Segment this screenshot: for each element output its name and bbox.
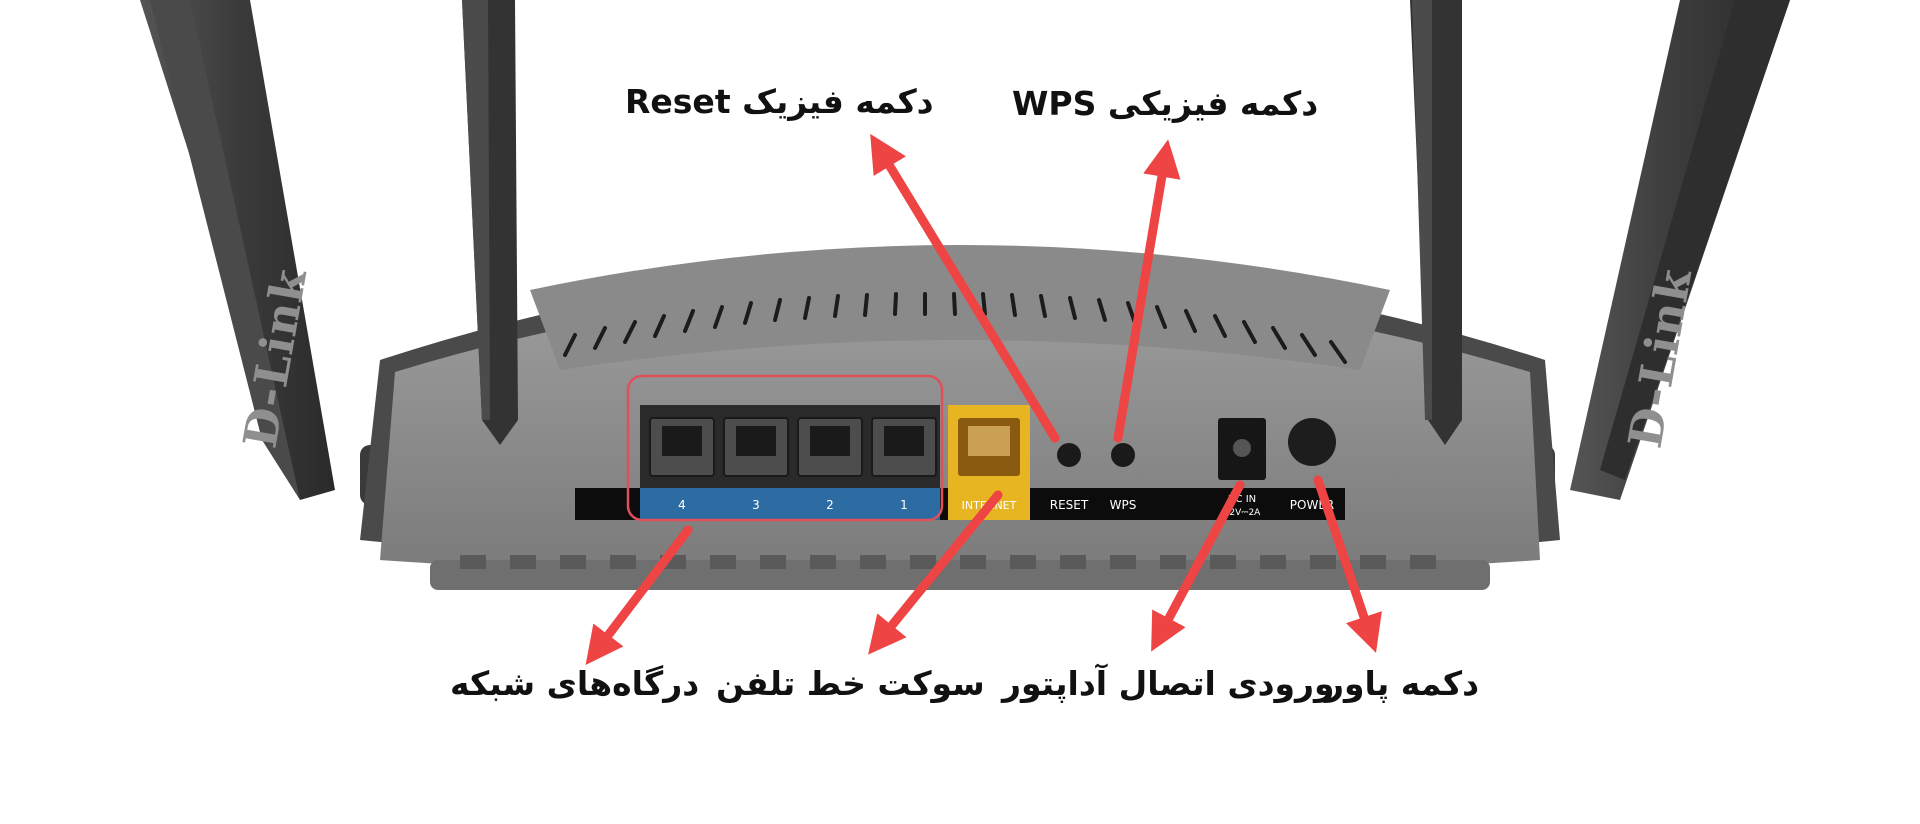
callout-reset: دکمه فیزیک Reset bbox=[625, 82, 934, 121]
callout-phone-socket: سوکت خط تلفن bbox=[716, 664, 985, 703]
left-inner-antenna bbox=[462, 0, 518, 445]
lan-port-number-1: 1 bbox=[900, 498, 908, 512]
arrows bbox=[585, 133, 1382, 666]
lan-port-number-4: 4 bbox=[678, 498, 686, 512]
callout-adapter-input: ورودی اتصال آداپتور bbox=[1002, 664, 1335, 703]
internet-port: INTERNET bbox=[948, 405, 1030, 520]
arrow-adapter bbox=[1151, 480, 1245, 652]
callout-power: دکمه پاور bbox=[1325, 664, 1480, 703]
left-outer-antenna: D-Link bbox=[140, 0, 400, 505]
reset-label: RESET bbox=[1050, 498, 1089, 512]
callout-lan-ports: درگاه‌های شبکه bbox=[450, 664, 700, 703]
right-outer-antenna: D-Link bbox=[1515, 0, 1790, 505]
power-button-graphic bbox=[1288, 418, 1336, 466]
right-inner-antenna bbox=[1410, 0, 1462, 445]
callout-wps: دکمه فیزیکی WPS bbox=[1012, 84, 1319, 123]
lan-port-number-3: 3 bbox=[752, 498, 760, 512]
lan-ports: 4 3 2 1 bbox=[640, 405, 940, 520]
dc-in-label: DC IN bbox=[1228, 494, 1256, 505]
arrow-wps bbox=[1113, 139, 1181, 443]
arrow-power bbox=[1313, 475, 1382, 653]
wps-hole bbox=[1111, 443, 1135, 467]
reset-hole bbox=[1057, 443, 1081, 467]
arrow-lan bbox=[585, 525, 693, 666]
arrow-reset bbox=[870, 133, 1060, 443]
wps-label: WPS bbox=[1110, 498, 1137, 512]
lan-port-number-2: 2 bbox=[826, 498, 834, 512]
arrow-internet bbox=[868, 490, 1003, 655]
dc-rating-label: 12V⎓2A bbox=[1224, 508, 1262, 518]
lan-highlight-box bbox=[626, 374, 944, 522]
